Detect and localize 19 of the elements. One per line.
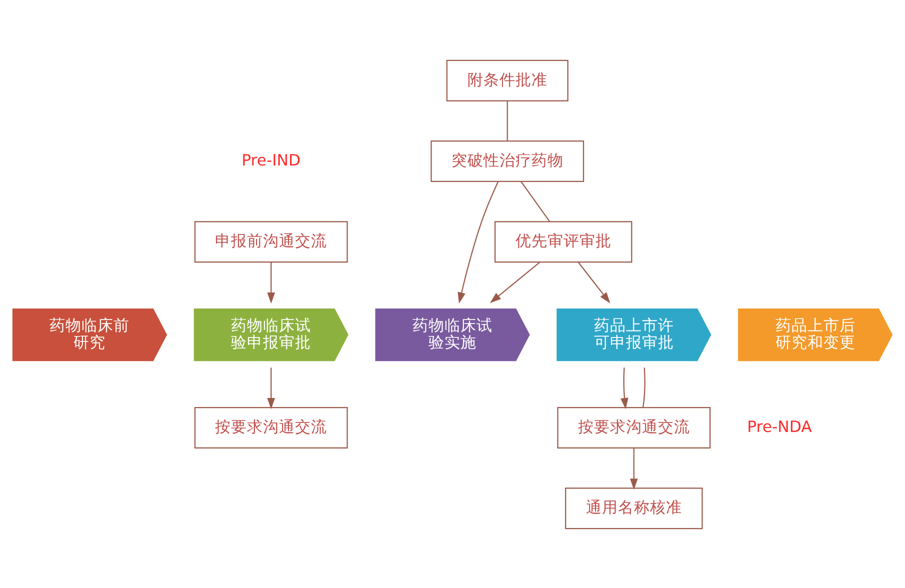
connector: [506, 100, 508, 140]
node-box: 通用名称核准: [565, 487, 703, 529]
arrow: [458, 181, 499, 304]
label: Pre-NDA: [747, 416, 812, 436]
node-box: 突破性治疗药物: [430, 140, 584, 182]
arrow: [620, 367, 628, 409]
node-box: 按要求沟通交流: [557, 406, 711, 448]
node-box: 优先审评审批: [494, 220, 632, 262]
node-box: 申报前沟通交流: [194, 220, 348, 262]
label: Pre-IND: [242, 150, 301, 169]
arrow: [267, 262, 276, 304]
arrow: [578, 261, 610, 303]
node-box: 附条件批准: [446, 59, 568, 101]
arrow: [267, 367, 276, 409]
arrow: [630, 448, 638, 490]
arrow: [490, 261, 540, 303]
connector: [642, 367, 646, 408]
connector: [520, 180, 550, 222]
node-box: 按要求沟通交流: [194, 406, 348, 448]
